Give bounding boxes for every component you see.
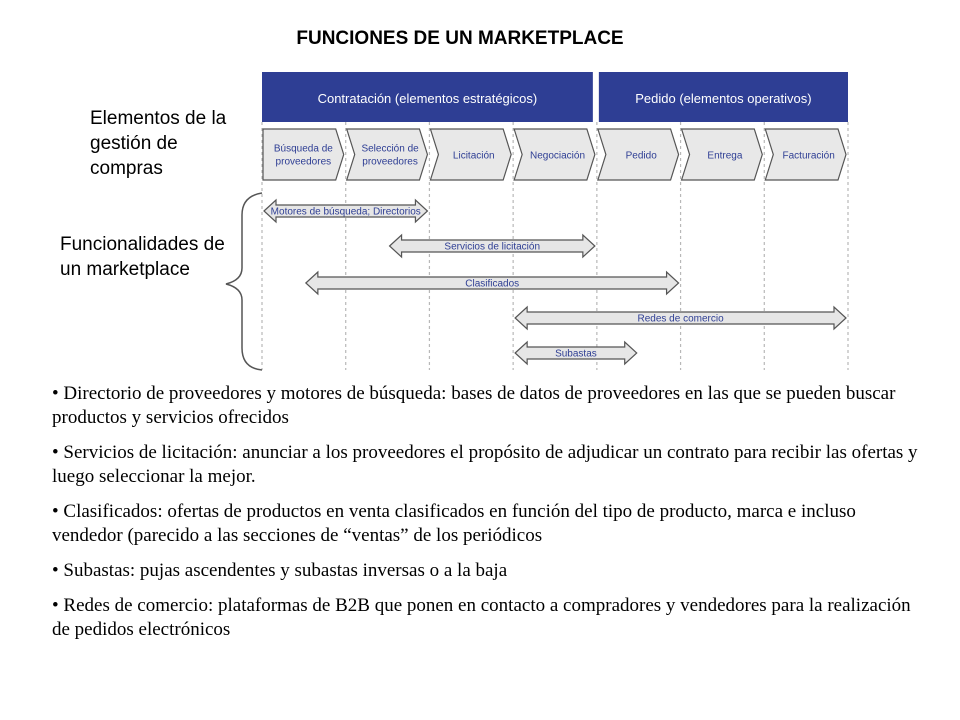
bullet-auctions: • Subastas: pujas ascendentes y subastas…: [52, 560, 508, 581]
stage-label: Pedido: [626, 151, 658, 162]
stage-chevron: [597, 128, 680, 181]
function-label: Subastas: [555, 349, 597, 360]
stage-guide-lines: [261, 122, 849, 370]
stage-label: Facturación: [783, 151, 835, 162]
header-label: Contratación (elementos estratégicos): [318, 91, 538, 106]
function-arrow: [304, 270, 680, 296]
stage-chevron: [345, 128, 429, 181]
bullet-directory: • Directorio de proveedores y motores de…: [52, 383, 896, 428]
stage-label: Selección de: [361, 144, 419, 155]
stage-label: proveedores: [276, 157, 332, 168]
stage-label: Búsqueda de: [274, 144, 333, 155]
function-label: Redes de comercio: [637, 314, 724, 325]
stage-chevron: [764, 128, 847, 181]
function-arrow: [388, 233, 596, 259]
function-arrow: [263, 198, 429, 224]
label-purchasing-elements: Elementos de la gestión de compras: [90, 108, 227, 179]
stage-label: proveedores: [362, 157, 418, 168]
stage-label: Licitación: [453, 151, 495, 162]
stage-label: Entrega: [707, 151, 742, 162]
stage-chevron: [513, 128, 596, 181]
stage-chevron: [680, 128, 763, 181]
curly-brace: [225, 192, 263, 371]
function-arrow: [514, 340, 638, 366]
page-title: FUNCIONES DE UN MARKETPLACE: [296, 28, 624, 49]
function-label: Servicios de licitación: [444, 242, 540, 253]
label-marketplace-features: Funcionalidades de un marketplace: [60, 234, 225, 280]
function-arrow: [514, 305, 847, 331]
function-label: Motores de búsqueda; Directorios: [271, 207, 421, 218]
header-bars: Contratación (elementos estratégicos) Ped…: [262, 72, 848, 122]
header-bar: [598, 72, 848, 122]
stage-chevron: [262, 128, 345, 181]
bullet-trade-networks: • Redes de comercio: plataformas de B2B …: [52, 595, 911, 640]
header-label: Pedido (elementos operativos): [635, 91, 811, 106]
bullet-classifieds: • Clasificados: ofertas de productos en …: [52, 501, 856, 546]
stage-chevrons: Búsqueda de proveedores Selección de provee…: [262, 128, 847, 181]
header-bar: [262, 72, 593, 122]
bullet-tenders: • Servicios de licitación: anunciar a lo…: [52, 442, 918, 487]
marketplace-functions-diagram: Contratación (elementos estratégicos) Ped…: [225, 72, 849, 371]
function-label: Clasificados: [465, 279, 519, 290]
stage-label: Negociación: [530, 151, 585, 162]
function-arrows: Motores de búsqueda; DirectoriosServicio…: [263, 198, 847, 366]
stage-chevron: [429, 128, 512, 181]
bullet-list: • Directorio de proveedores y motores de…: [52, 382, 922, 642]
